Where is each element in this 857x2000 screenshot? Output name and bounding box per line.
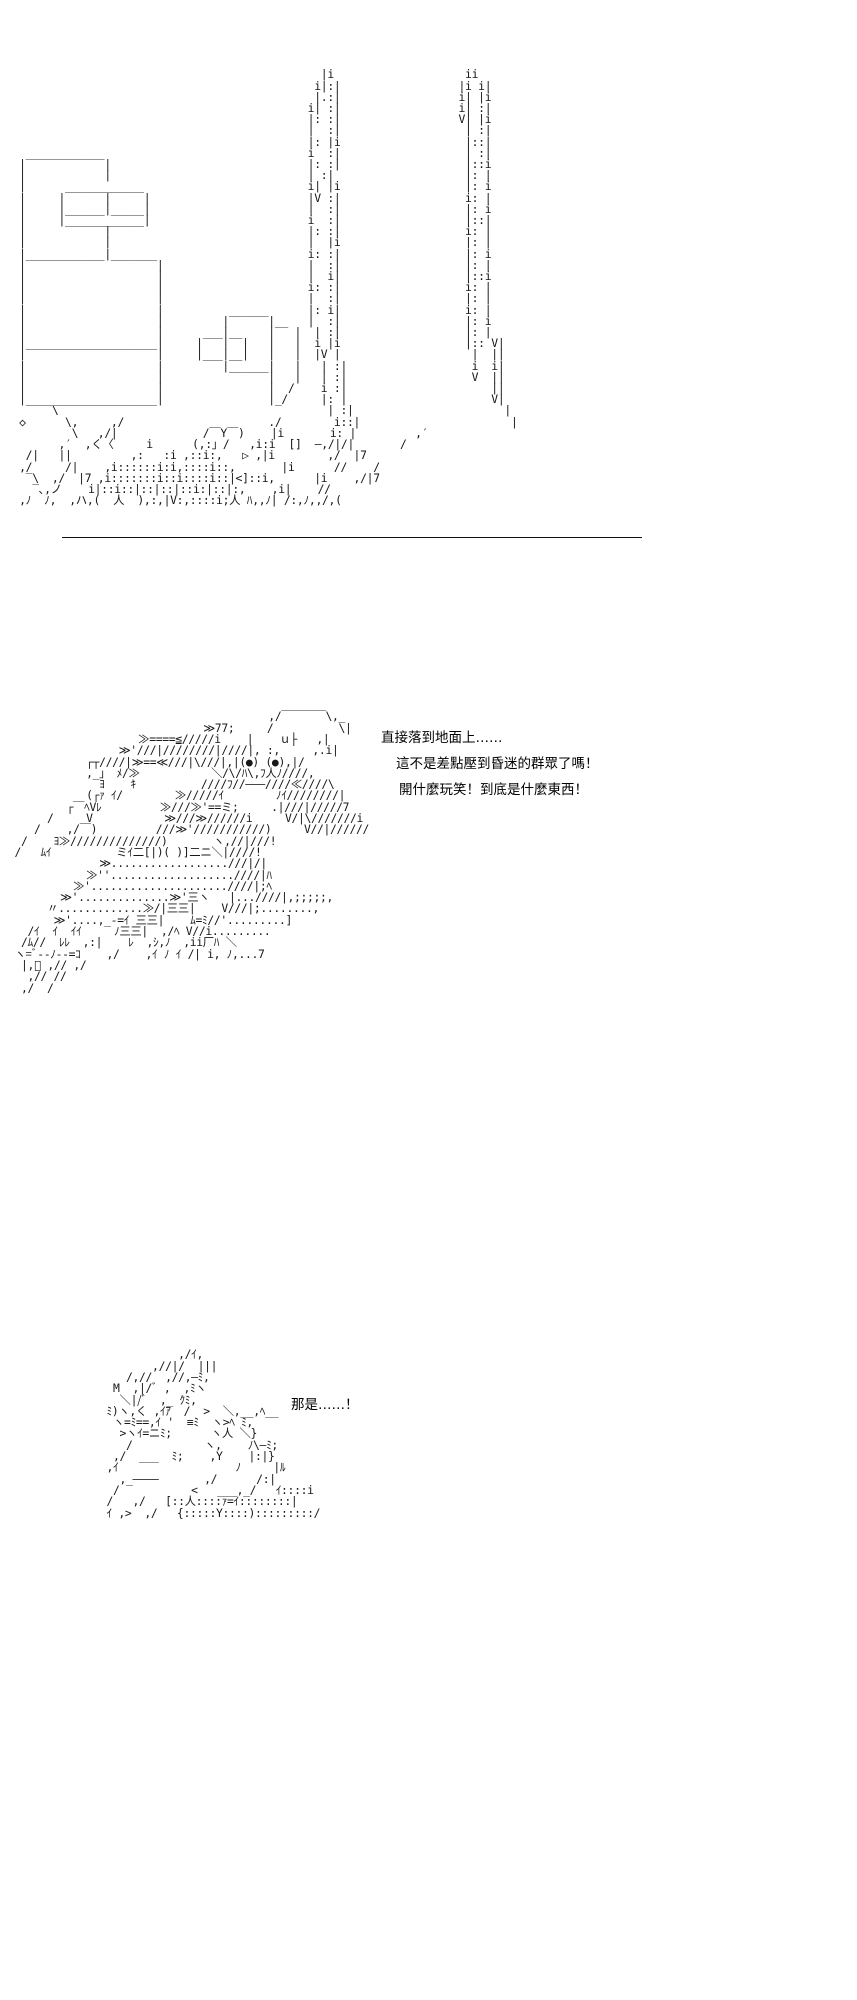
panel-character-closeup-ascii-art: ,/￣￣￣￣\,_ ≫77; / \| ≫====≦/////i | ｕ├ ,| <box>14 709 370 995</box>
ground-line <box>62 537 642 538</box>
dialogue-line-3: 開什麼玩笑！到底是什麼東西！ <box>399 782 588 798</box>
panel-cityscape-ascii-art: |i ii i|:| |i i| |.:| <box>19 67 518 508</box>
dialogue-line-2: 這不是差點壓到昏迷的群眾了嗎！ <box>396 756 599 772</box>
dialogue-line-4: 那是……！ <box>291 1397 359 1413</box>
panel-reaction-character-ascii-art: ,/ｲ, ,//|/ ||| /,// ,//,―ﾐ, M ,|/ﾞ , ,ﾐヽ… <box>106 1347 321 1520</box>
dialogue-line-1: 直接落到地面上…… <box>381 730 503 746</box>
